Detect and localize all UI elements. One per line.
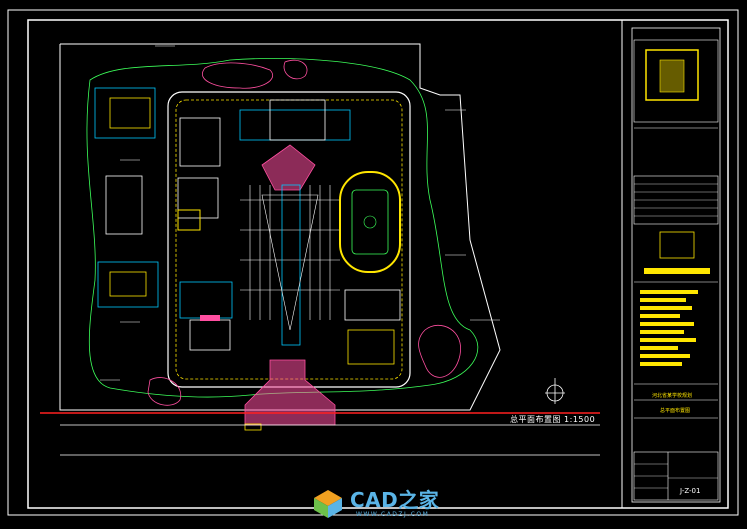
cad-logo-icon bbox=[314, 490, 342, 518]
site-boundary bbox=[59, 43, 501, 411]
building-n bbox=[239, 109, 351, 141]
ring-road-inner bbox=[175, 99, 403, 380]
outer-frame bbox=[7, 9, 739, 516]
building-west-yellow bbox=[177, 209, 201, 231]
leader-tags bbox=[100, 45, 500, 381]
company-logo bbox=[659, 231, 695, 259]
building-far-sw bbox=[97, 261, 159, 308]
mound-south bbox=[147, 377, 182, 406]
project-name: 河北省某学校规划 bbox=[652, 393, 693, 399]
building-far-nw-inner bbox=[109, 97, 151, 129]
magenta-marker-w bbox=[200, 315, 220, 321]
soccer-field bbox=[351, 189, 389, 255]
building-admin bbox=[269, 99, 326, 141]
running-track bbox=[339, 171, 401, 273]
central-axis bbox=[281, 184, 301, 346]
building-west-3 bbox=[189, 319, 231, 351]
watermark-brand: CAD之家 bbox=[350, 488, 440, 512]
mound-north-2 bbox=[283, 59, 308, 80]
landscape-outline bbox=[86, 58, 479, 398]
axis-triangle bbox=[261, 194, 319, 331]
mound-north bbox=[202, 62, 273, 89]
building-far-nw bbox=[94, 87, 156, 139]
drawing-number: J-Z-01 bbox=[680, 487, 701, 495]
title-block bbox=[621, 20, 721, 508]
gate-marker bbox=[244, 423, 262, 431]
plan-title: 总平面布置图 1:1500 bbox=[510, 415, 596, 424]
classroom-blocks bbox=[240, 185, 340, 320]
building-far-sw-inner bbox=[109, 271, 147, 297]
sheet-name: 总平面布置图 bbox=[660, 408, 691, 414]
center-circle bbox=[363, 215, 377, 229]
building-far-w bbox=[105, 175, 143, 235]
key-plan bbox=[645, 49, 699, 101]
plaza-north bbox=[261, 144, 316, 191]
building-west-2 bbox=[179, 281, 233, 319]
building-nw bbox=[179, 117, 221, 167]
basketball-courts bbox=[347, 329, 395, 365]
gym-building bbox=[344, 289, 401, 321]
ring-road-outer bbox=[167, 91, 411, 388]
key-plan-frame bbox=[633, 39, 719, 123]
inner-frame bbox=[27, 19, 729, 509]
mound-east bbox=[418, 325, 462, 378]
north-arrow-icon bbox=[545, 378, 565, 404]
watermark-url: WWW.CADZJ.COM bbox=[356, 511, 430, 518]
building-west-1 bbox=[177, 177, 219, 219]
plaza-south bbox=[244, 359, 336, 426]
